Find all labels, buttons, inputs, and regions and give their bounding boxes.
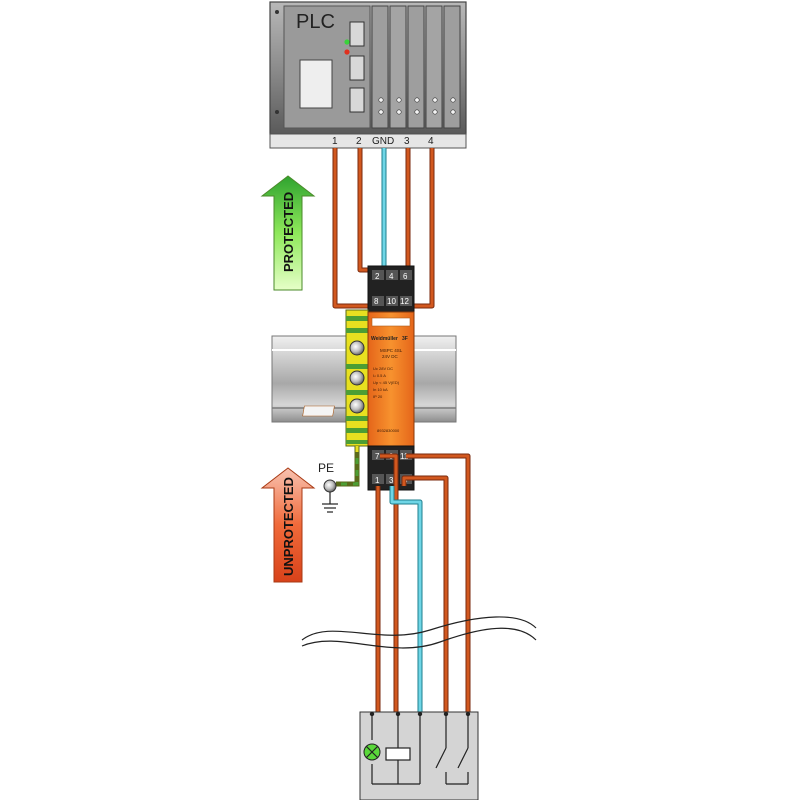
field-device: [359, 711, 479, 800]
plc-led-red: [344, 49, 350, 55]
module-part-number: 8932830000: [377, 428, 400, 433]
wire-terminal-2: [357, 148, 378, 273]
bottom-terminal-number: 7: [375, 452, 380, 461]
field-device-nodes: [369, 711, 471, 717]
plc-terminal-label: 2: [356, 136, 362, 147]
module-voltage: 24V DC: [382, 354, 399, 359]
plc-terminal-label: 4: [428, 136, 434, 147]
earth-screw: [349, 398, 365, 414]
plc-unit: PLC 1 2 GND 3 4: [269, 1, 467, 149]
top-terminal-number: 6: [403, 272, 408, 281]
plc-terminal-strip: [269, 133, 467, 149]
earth-screw: [349, 340, 365, 356]
plc-slot-2: [349, 55, 365, 81]
bottom-terminal-number: 11: [400, 452, 409, 461]
top-terminal-number: 4: [389, 272, 394, 281]
module-body: [367, 311, 415, 447]
plc-slot-3: [349, 87, 365, 113]
plc-screw: [275, 110, 279, 114]
pe-terminal-screw: [323, 479, 337, 493]
module-label-window: [371, 317, 411, 327]
module-spec: IP 20: [373, 394, 383, 399]
plc-terminal-label: 3: [404, 136, 410, 147]
distance-break: [301, 616, 537, 649]
plc-io-indicators: [378, 97, 456, 115]
field-wire-3: [401, 475, 449, 714]
field-wire-4: [406, 453, 471, 714]
bottom-terminal-number: 3: [389, 476, 394, 485]
protected-wires: [332, 148, 435, 309]
unprotected-wires: [375, 453, 471, 714]
plc-display: [299, 59, 333, 109]
top-terminal-number: 12: [400, 297, 409, 306]
top-terminal-number: 8: [374, 297, 379, 306]
module-brand-mark: 3F: [402, 336, 408, 342]
module-spec: Iₙ 0.5 A: [373, 373, 386, 378]
plc-terminal-label: 1: [332, 136, 338, 147]
plc-title: PLC: [296, 11, 335, 33]
module-model: MSPC 4SL: [380, 348, 403, 353]
protected-arrow: PROTECTED: [260, 175, 316, 291]
relay-coil-icon: [385, 747, 411, 761]
field-device-wiring: [371, 714, 469, 785]
module-spec: Uc 28V DC: [373, 366, 393, 371]
top-terminal-number: 10: [387, 297, 396, 306]
top-terminal-number: 2: [375, 272, 380, 281]
plc-led-green: [344, 39, 350, 45]
bottom-terminal-number: 1: [375, 476, 380, 485]
pe-wire: [336, 446, 360, 487]
module-status-window: [302, 405, 335, 417]
field-device-box: [359, 711, 479, 800]
module-spec: In 10 kA: [373, 387, 388, 392]
plc-screw: [275, 10, 279, 14]
plc-io-modules: [371, 5, 461, 129]
pe-ground: PE: [318, 446, 360, 513]
plc-terminal-label: GND: [372, 136, 394, 147]
indicator-lamp-icon: [363, 743, 381, 761]
module-brand: Weidmüller: [371, 336, 398, 342]
unprotected-label: UNPROTECTED: [281, 477, 296, 576]
pe-label: PE: [318, 461, 334, 475]
earth-screw: [349, 370, 365, 386]
protected-label: PROTECTED: [281, 192, 296, 272]
earth-stripes: [346, 316, 368, 444]
module-spec: Up < 45 V(ED): [373, 380, 400, 385]
unprotected-arrow: UNPROTECTED: [260, 467, 316, 583]
plc-slot-1: [349, 21, 365, 47]
